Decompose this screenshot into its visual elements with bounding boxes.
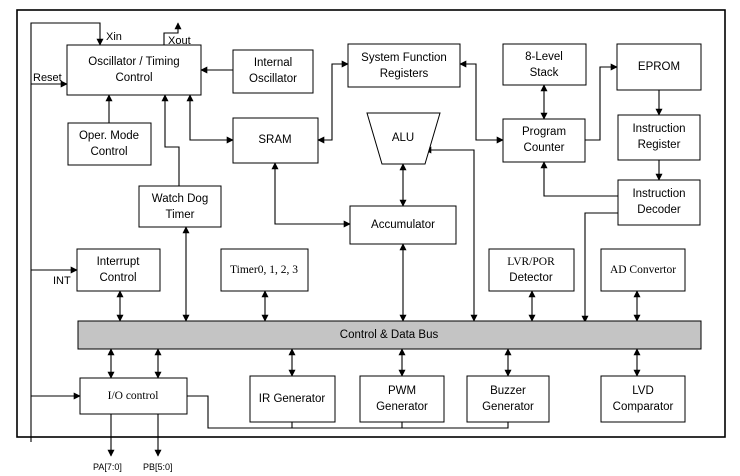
svg-text:EPROM: EPROM [638,61,680,73]
system-function-registers-block: System Function Registers [347,43,461,88]
svg-text:Timer0, 1, 2, 3: Timer0, 1, 2, 3 [230,264,298,276]
accumulator-block: Accumulator [349,205,457,245]
svg-text:Counter: Counter [524,142,565,154]
svg-text:Oscillator: Oscillator [249,73,297,85]
bus-label: Control & Data Bus [340,329,439,341]
svg-text:Interrupt: Interrupt [97,256,141,268]
svg-text:8-Level: 8-Level [525,51,563,63]
svg-text:ALU: ALU [392,132,414,144]
int-label: INT [53,275,71,287]
lvr-por-detector-block: LVR/POR Detector [488,248,575,292]
oscillator-label-1: Oscillator / Timing [88,56,179,68]
interrupt-control-block: Interrupt Control [76,248,161,292]
pwm-generator-block: PWM Generator [359,375,445,423]
svg-text:Control: Control [99,272,136,284]
alu-block: ALU [366,112,441,165]
io-control-block: I/O control [79,377,188,415]
decoder-pc-line [540,161,618,197]
ad-convertor-block: AD Convertor [600,248,686,292]
svg-text:Oper. Mode: Oper. Mode [79,130,139,142]
svg-text:PWM: PWM [388,385,416,397]
osc-sram-line [186,94,234,144]
xin-label: Xin [106,31,122,43]
reset-label: Reset [33,72,62,84]
sram-acc-line [271,162,351,228]
pa-label: PA[7:0] [93,462,122,472]
instruction-register-block: Instruction Register [617,114,701,161]
svg-text:Instruction: Instruction [632,188,685,200]
instruction-decoder-block: Instruction Decoder [617,179,701,226]
svg-text:Detector: Detector [509,272,553,284]
stack-block: 8-Level Stack [502,43,587,86]
svg-text:System Function: System Function [361,52,447,64]
svg-text:LVD: LVD [632,385,654,397]
watchdog-timer-block: Watch Dog Timer [138,185,222,228]
svg-text:SRAM: SRAM [258,134,291,146]
chip-boundary [16,9,726,438]
pb-label: PB[5:0] [143,462,173,472]
control-data-bus: Control & Data Bus [77,320,702,350]
svg-text:Instruction: Instruction [632,123,685,135]
svg-text:Timer: Timer [166,209,195,221]
watchdog-osc-line [161,94,180,186]
svg-text:AD Convertor: AD Convertor [610,264,676,276]
svg-text:Decoder: Decoder [637,204,681,216]
svg-text:Program: Program [522,126,566,138]
eprom-block: EPROM [616,43,702,91]
svg-text:IR Generator: IR Generator [259,393,326,405]
svg-text:Registers: Registers [380,68,429,80]
svg-text:Accumulator: Accumulator [371,219,435,231]
svg-text:I/O control: I/O control [108,390,159,402]
buzzer-generator-block: Buzzer Generator [466,375,550,423]
decoder-bus-line [581,212,618,323]
oper-mode-control-block: Oper. Mode Control [67,122,152,166]
xout-line [163,22,182,45]
svg-text:Internal: Internal [254,57,292,69]
sfr-pc-line [459,60,504,144]
sram-block: SRAM [232,117,319,164]
xin-line [30,22,104,442]
svg-text:Comparator: Comparator [613,401,674,413]
timers-block: Timer0, 1, 2, 3 [220,248,309,292]
program-counter-block: Program Counter [502,118,586,163]
pc-eprom-line [585,63,618,141]
io-generator-line [187,395,509,429]
svg-text:Generator: Generator [482,401,534,413]
ir-generator-block: IR Generator [249,375,336,423]
sram-sfr-line [317,60,349,144]
svg-text:Control: Control [90,146,127,158]
blocks: Oscillator / Timing Control Internal Osc… [66,43,702,423]
svg-text:Watch Dog: Watch Dog [152,193,208,205]
internal-oscillator-block: Internal Oscillator [232,49,314,94]
alu-bus-line [424,146,478,322]
svg-text:LVR/POR: LVR/POR [507,256,555,268]
svg-text:Generator: Generator [376,401,428,413]
connections [30,22,663,457]
pin-labels: Xin Xout Reset INT PA[7:0] PB[5:0] [33,31,191,472]
svg-text:Buzzer: Buzzer [490,385,526,397]
oscillator-label-2: Control [115,72,152,84]
oscillator-timing-block: Oscillator / Timing Control [66,44,202,96]
lvd-comparator-block: LVD Comparator [600,375,686,423]
svg-text:Stack: Stack [530,67,559,79]
svg-text:Register: Register [638,139,681,151]
xout-label: Xout [168,35,191,47]
